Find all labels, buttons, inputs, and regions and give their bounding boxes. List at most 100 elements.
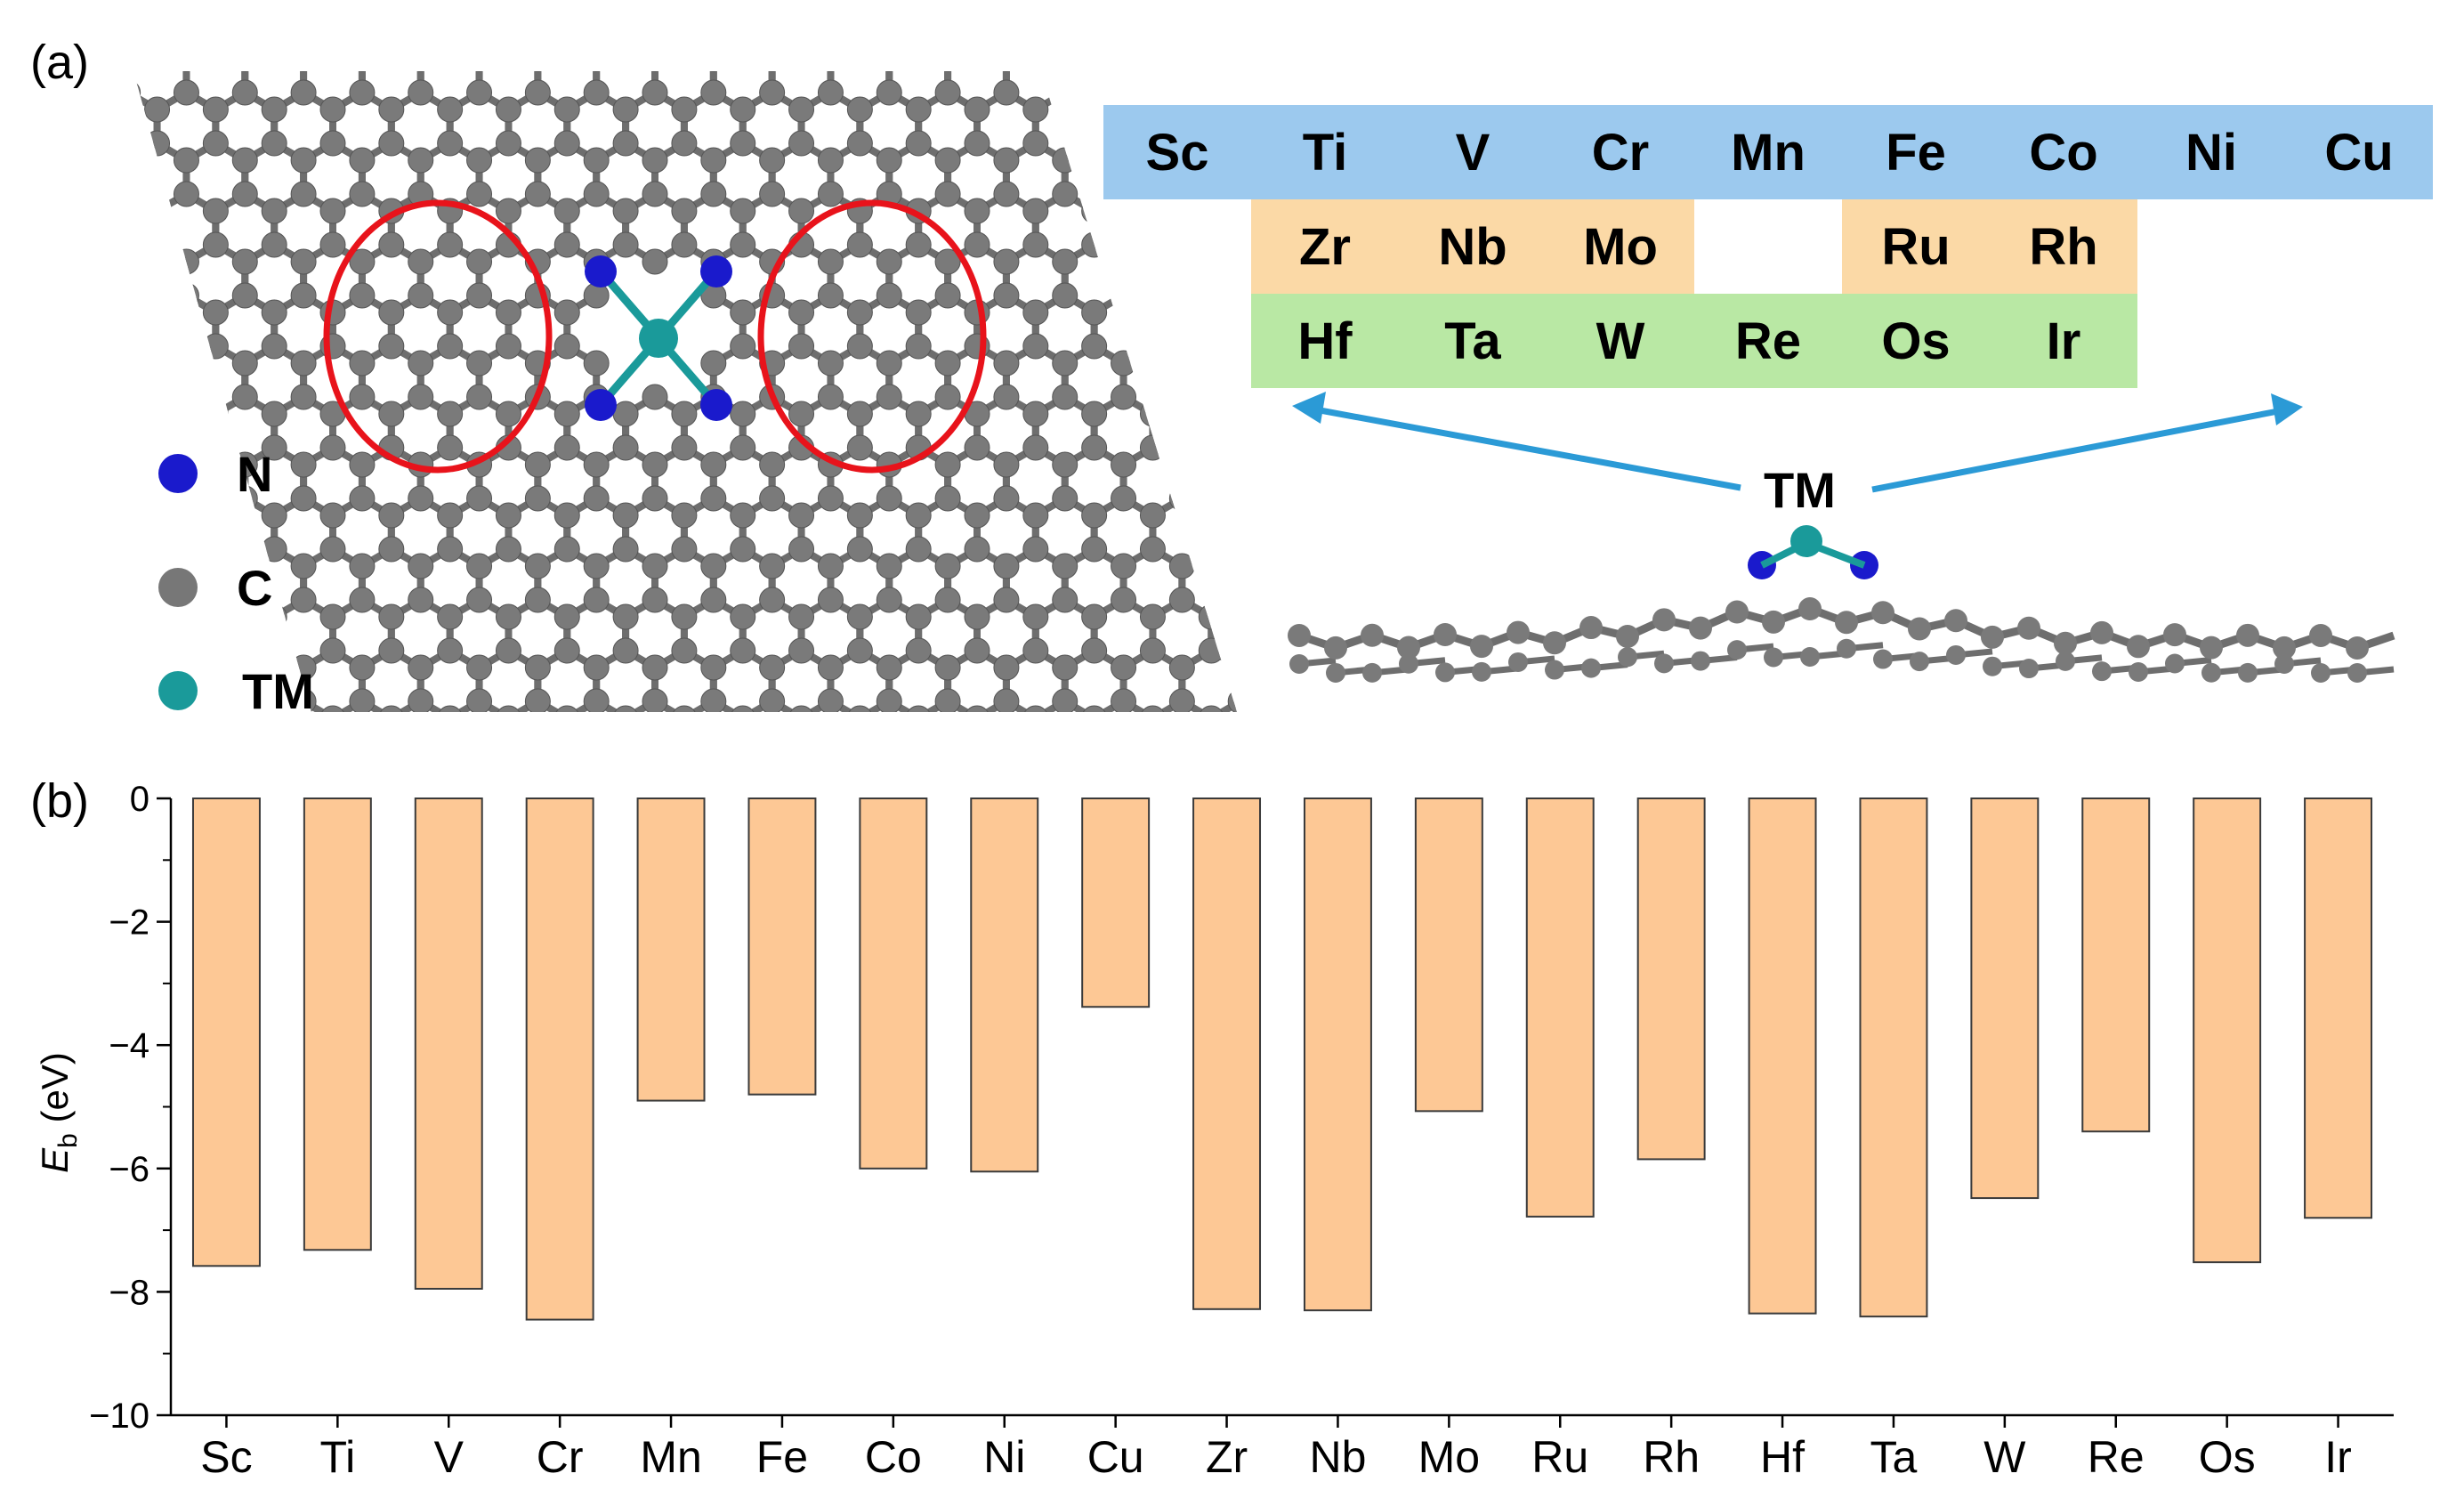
x-tick-label-mn: Mn [640,1432,701,1482]
x-tick-label-sc: Sc [200,1432,252,1482]
legend-label-tm: TM [242,663,314,719]
pt-cell-ta: Ta [1399,294,1547,388]
pt-cell-bg [1694,294,1842,388]
pt-cell-w: W [1547,294,1694,388]
x-tick-label-re: Re [2088,1432,2145,1482]
pt-cell-bg [1990,294,2137,388]
pt-cell-symbol: Mo [1583,218,1658,276]
legend-item-n: N [158,446,272,502]
bar-ta [1859,798,1928,1318]
pt-cell-rh: Rh [1990,199,2137,294]
arrow-right [1871,408,2279,493]
legend-item-c: C [158,560,272,616]
pt-cell-re: Re [1694,294,1842,388]
pt-cell-bg [1103,105,1251,199]
pt-cell-symbol: Hf [1297,312,1353,370]
y-tick-label: −10 [89,1397,149,1436]
bar-mn [636,798,706,1102]
bar-ni [970,798,1039,1173]
bar-nb [1303,798,1372,1312]
pt-cell-v: V [1399,105,1547,199]
tm-arrows [1292,392,2303,493]
y-tick-label: 0 [130,780,149,819]
x-tick-label-os: Os [2199,1432,2256,1482]
pt-cell-symbol: V [1456,124,1491,182]
pt-cell-hf: Hf [1251,294,1399,388]
bar-zr [1192,798,1262,1310]
x-tick-label-zr: Zr [1206,1432,1248,1482]
pt-cell-mn: Mn [1694,105,1842,199]
pt-cell-symbol: Ti [1303,124,1348,182]
pt-cell-symbol: Mn [1731,124,1806,182]
pt-cell-symbol: Ta [1444,312,1501,370]
pt-cell-bg [1399,294,1547,388]
bar-ti [303,798,372,1251]
y-axis: 0−2−4−6−8−10 [89,780,173,1436]
x-tick-label-w: W [1983,1432,2026,1482]
highlight-ellipse-left [323,199,553,474]
bar-cr [525,798,594,1321]
graphene-side-view [1288,525,2395,683]
y-axis-label-unit: (eV) [34,1052,76,1133]
x-tick-label-ti: Ti [319,1432,355,1482]
y-tick-label: −6 [109,1150,149,1189]
pt-cell-cu: Cu [2285,105,2433,199]
y-tick-label: −2 [109,903,149,943]
pt-cell-bg [1251,199,1399,294]
legend-label-n: N [237,446,272,502]
arrow-left [1314,406,1741,491]
pt-cell-symbol: Fe [1886,124,1946,182]
atom-legend: N C TM [158,446,314,719]
pt-cell-symbol: W [1596,312,1645,370]
pt-cell-mo: Mo [1547,199,1694,294]
highlight-ellipses [323,199,987,474]
panel-b-label: (b) [30,774,89,828]
x-tick-label-nb: Nb [1309,1432,1366,1482]
arrow-left-head [1292,392,1326,424]
y-axis-label-main: E [34,1147,76,1173]
pt-cell-cr: Cr [1547,105,1694,199]
highlight-ellipse-right [757,199,987,474]
pt-cell-bg [1990,105,2137,199]
bar-re [2081,798,2151,1133]
pt-cell-symbol: Co [2029,124,2097,182]
y-axis-label-sub: b [53,1133,83,1148]
nitrogen-atom-icon [158,454,198,493]
pt-cell-bg [1251,105,1399,199]
arrow-right-head [2271,393,2303,425]
pt-cell-bg [1399,105,1547,199]
pt-cell-symbol: Ru [1881,218,1950,276]
bar-hf [1748,798,1817,1315]
x-tick-label-fe: Fe [756,1432,808,1482]
pt-cell-bg [1251,294,1399,388]
pt-cell-symbol: Os [1881,312,1950,370]
pt-cell-ir: Ir [1990,294,2137,388]
panel-a-label: (a) [30,36,89,89]
pt-cell-nb: Nb [1399,199,1547,294]
x-tick-label-ru: Ru [1531,1432,1588,1482]
pt-cell-symbol: Nb [1438,218,1507,276]
pt-cell-co: Co [1990,105,2137,199]
bar-co [859,798,928,1170]
pt-cell-symbol: Rh [2029,218,2097,276]
pt-cell-fe: Fe [1842,105,1990,199]
bar-fe [747,798,817,1096]
pt-cell-symbol: Ir [2047,312,2081,370]
y-axis-label: Eb (eV) [34,1052,83,1173]
pt-cell-os: Os [1842,294,1990,388]
pt-cell-zr: Zr [1251,199,1399,294]
pt-cell-sc: Sc [1103,105,1251,199]
pt-cell-bg [1842,294,1990,388]
bar-cu [1081,798,1151,1008]
bar-mo [1414,798,1483,1113]
pt-cell-bg [2285,105,2433,199]
pt-cell-bg [1547,294,1694,388]
pt-cell-symbol: Cr [1592,124,1649,182]
x-tick-label-ta: Ta [1870,1432,1918,1482]
pt-cell-bg [1694,105,1842,199]
x-tick-label-hf: Hf [1760,1432,1805,1482]
pt-cell-bg [1842,199,1990,294]
